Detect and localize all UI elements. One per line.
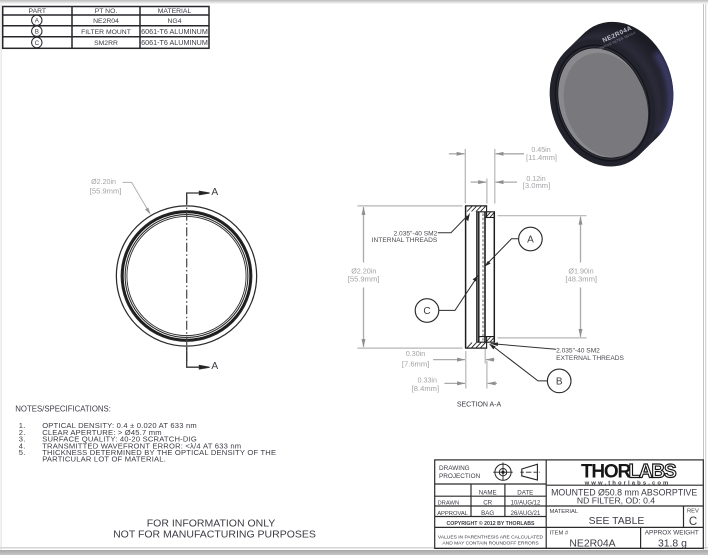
svg-text:DRAWN: DRAWN — [438, 501, 460, 507]
svg-text:Ø2.20in: Ø2.20in — [351, 267, 376, 276]
svg-text:26/AUG/21: 26/AUG/21 — [511, 511, 541, 517]
svg-text:A: A — [527, 235, 534, 246]
svg-text:0.33in: 0.33in — [418, 376, 437, 384]
svg-text:[55.9mm]: [55.9mm] — [90, 186, 122, 195]
svg-text:FOR INFORMATION ONLY: FOR INFORMATION ONLY — [147, 517, 276, 529]
svg-text:CR: CR — [483, 500, 492, 507]
svg-text:2.035"-40 SM2: 2.035"-40 SM2 — [556, 348, 600, 355]
svg-text:Ø2.20in: Ø2.20in — [91, 178, 116, 186]
svg-text:SURFACE QUALITY: 40-20 SCRATCH: SURFACE QUALITY: 40-20 SCRATCH-DIG — [42, 435, 197, 444]
svg-text:0.12in: 0.12in — [526, 175, 545, 183]
svg-text:C: C — [35, 40, 40, 47]
svg-text:[3.0mm]: [3.0mm] — [523, 181, 550, 190]
svg-text:C: C — [689, 516, 697, 528]
svg-text:EXTERNAL THREADS: EXTERNAL THREADS — [556, 355, 624, 362]
svg-text:NE2R04A: NE2R04A — [569, 538, 615, 549]
svg-text:MATERIAL: MATERIAL — [550, 509, 579, 515]
svg-text:6061-T6 ALUMINUM: 6061-T6 ALUMINUM — [141, 38, 208, 47]
svg-text:B: B — [35, 29, 39, 36]
svg-text:[11.4mm]: [11.4mm] — [526, 153, 557, 162]
svg-text:A: A — [211, 361, 218, 372]
svg-text:6061-T6 ALUMINUM: 6061-T6 ALUMINUM — [141, 27, 208, 36]
svg-text:PT NO.: PT NO. — [95, 8, 118, 15]
svg-text:NOTES/SPECIFICATIONS:: NOTES/SPECIFICATIONS: — [15, 405, 111, 414]
svg-text:A: A — [35, 18, 40, 25]
svg-text:[48.3mm]: [48.3mm] — [565, 274, 597, 283]
svg-text:APPROX WEIGHT: APPROX WEIGHT — [645, 530, 699, 537]
svg-text:APPROVAL: APPROVAL — [437, 511, 469, 517]
svg-text:2.: 2. — [19, 428, 26, 437]
svg-text:2.035"-40 SM2: 2.035"-40 SM2 — [394, 230, 438, 237]
svg-text:REV: REV — [687, 509, 699, 515]
svg-text:THICKNESS DETERMINED BY THE OP: THICKNESS DETERMINED BY THE OPTICAL DENS… — [42, 448, 276, 457]
svg-text:FILTER MOUNT: FILTER MOUNT — [81, 29, 131, 36]
svg-text:NAME: NAME — [479, 489, 497, 496]
svg-text:3.: 3. — [19, 435, 26, 444]
svg-text:THOR: THOR — [581, 462, 632, 483]
svg-text:4.: 4. — [19, 441, 26, 450]
svg-text:PROJECTION: PROJECTION — [439, 473, 481, 480]
svg-text:TRANSMITTED WAVEFRONT ERROR: <: TRANSMITTED WAVEFRONT ERROR: <λ/4 AT 633… — [42, 441, 241, 450]
svg-text:C: C — [423, 306, 430, 317]
svg-text:MATERIAL: MATERIAL — [158, 8, 192, 15]
svg-text:1.: 1. — [19, 421, 26, 430]
svg-text:B: B — [556, 377, 563, 388]
svg-text:INTERNAL THREADS: INTERNAL THREADS — [372, 237, 438, 244]
svg-text:SEE TABLE: SEE TABLE — [589, 516, 645, 527]
svg-text:A: A — [211, 187, 218, 198]
svg-text:0.45in: 0.45in — [531, 146, 550, 154]
svg-text:DRAWING: DRAWING — [439, 465, 470, 472]
svg-text:ITEM #: ITEM # — [550, 531, 569, 537]
svg-text:LABS: LABS — [629, 462, 676, 483]
svg-text:Ø1.90in: Ø1.90in — [568, 267, 593, 276]
svg-text:VALUES IN PARENTHESIS ARE CALC: VALUES IN PARENTHESIS ARE CALCULATED — [438, 535, 544, 541]
svg-text:ND FILTER, OD: 0.4: ND FILTER, OD: 0.4 — [577, 495, 655, 505]
svg-text:BAG: BAG — [481, 510, 494, 517]
svg-text:0.30in: 0.30in — [406, 350, 425, 358]
svg-text:COPYRIGHT © 2012 BY THORLABS: COPYRIGHT © 2012 BY THORLABS — [447, 520, 535, 527]
svg-text:5.: 5. — [19, 448, 26, 457]
svg-text:[55.9mm]: [55.9mm] — [348, 274, 380, 283]
svg-text:PART: PART — [29, 8, 47, 15]
svg-text:NE2R04: NE2R04 — [93, 18, 119, 25]
svg-text:10/AUG/12: 10/AUG/12 — [511, 501, 541, 507]
svg-text:SECTION A-A: SECTION A-A — [457, 401, 502, 408]
svg-text:[8.4mm]: [8.4mm] — [412, 384, 439, 393]
svg-text:[7.6mm]: [7.6mm] — [402, 359, 429, 368]
svg-text:NOT FOR MANUFACTURING PURPOSES: NOT FOR MANUFACTURING PURPOSES — [113, 528, 316, 540]
svg-text:31.8 g: 31.8 g — [658, 538, 687, 549]
svg-text:DATE: DATE — [517, 489, 533, 496]
svg-text:NG4: NG4 — [168, 18, 182, 25]
svg-text:SM2RR: SM2RR — [94, 40, 118, 47]
svg-text:CLEAR APERTURE: > Ø45.7 mm: CLEAR APERTURE: > Ø45.7 mm — [42, 428, 162, 437]
svg-text:PARTICULAR LOT OF MATERIAL.: PARTICULAR LOT OF MATERIAL. — [42, 455, 166, 464]
svg-text:MOUNTED Ø50.8 mm ABSORPTIVE: MOUNTED Ø50.8 mm ABSORPTIVE — [551, 487, 697, 497]
svg-text:OPTICAL DENSITY: 0.4 ± 0.020 A: OPTICAL DENSITY: 0.4 ± 0.020 AT 633 nm — [42, 421, 197, 430]
svg-text:AND MAY CONTAIN ROUNDOFF ERROR: AND MAY CONTAIN ROUNDOFF ERRORS — [442, 541, 539, 547]
svg-text:www.thorlabs.com: www.thorlabs.com — [584, 480, 671, 486]
